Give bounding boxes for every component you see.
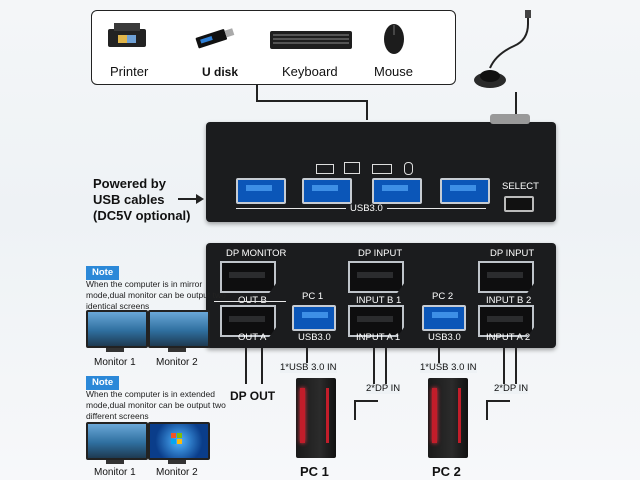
- pc2-dp-bus: [486, 400, 510, 402]
- printer-icon: [106, 21, 148, 51]
- udisk-port-icon: [316, 164, 334, 174]
- note-text-extended: When the computer is in extended mode,du…: [86, 389, 226, 421]
- extended-monitor-1-label: Monitor 1: [94, 467, 136, 478]
- input-a2-label: INPUT A 2: [486, 332, 531, 343]
- power-note-line3: (DC5V optional): [93, 208, 191, 223]
- pc1-dp-in-label: 2*DP IN: [366, 383, 401, 394]
- pc2-usb-label: USB3.0: [428, 332, 461, 343]
- pc1-dp-a-port: [348, 305, 404, 337]
- dp-out-cable-2: [261, 348, 263, 384]
- dp-out-b-port: [220, 261, 276, 293]
- usb-port-4: [440, 178, 490, 204]
- pc2-name: PC 2: [432, 464, 461, 479]
- mirror-monitor-2: [148, 310, 210, 348]
- mirror-monitor-1-label: Monitor 1: [94, 357, 136, 368]
- printer-port-icon: [344, 162, 360, 174]
- mirror-monitor-1: [86, 310, 148, 348]
- usb-drive-icon: [192, 25, 238, 49]
- pc1-dp-b-port: [348, 261, 404, 293]
- mirror-monitor-2-label: Monitor 2: [156, 357, 198, 368]
- keyboard-port-icon: [372, 164, 392, 174]
- extended-monitor-2-stand: [168, 460, 186, 464]
- pc2-usb-cable: [438, 348, 440, 370]
- extended-monitor-1-stand: [106, 460, 124, 464]
- pc1-usb-label: USB3.0: [298, 332, 331, 343]
- udisk-label: U disk: [202, 65, 239, 79]
- extended-monitor-1: [86, 422, 148, 460]
- pc2-usb-in-label: 1*USB 3.0 IN: [420, 362, 477, 373]
- peripherals-box: Printer U disk Keyboa: [91, 10, 456, 85]
- pc1-usb-in-label: 1*USB 3.0 IN: [280, 362, 337, 373]
- note-tag-extended: Note: [86, 376, 120, 390]
- note-text-mirror: When the computer is in mirror mode,dual…: [86, 279, 226, 311]
- pc1-label: PC 1: [302, 291, 324, 302]
- windows-logo-icon: [171, 432, 183, 444]
- mirror-monitor-1-stand: [106, 348, 124, 352]
- peripheral-connector-v: [366, 100, 368, 120]
- usb-port-3: [372, 178, 422, 204]
- pc1-usb-cable: [306, 348, 308, 370]
- select-port: [504, 196, 534, 212]
- usb-panel-label: USB3.0: [346, 204, 387, 214]
- pc2-tower-icon: [428, 378, 468, 458]
- pc2-dp-cable-2: [515, 348, 517, 394]
- out-a-label: OUT A: [238, 332, 267, 343]
- pc2-dp-a-port: [478, 305, 534, 337]
- kvm-front-panel: USB3.0 SELECT: [206, 114, 556, 222]
- pc1-usb-port: [292, 305, 336, 331]
- power-note-line2: USB cables: [93, 192, 165, 207]
- keyboard-label: Keyboard: [282, 64, 338, 79]
- dp-out-a-port: [220, 305, 276, 337]
- pc2-dp-bus-v: [486, 400, 488, 420]
- pc2-dp-input-label: DP INPUT: [490, 248, 535, 259]
- pc2-dp-in-label: 2*DP IN: [494, 383, 529, 394]
- dp-out-label: DP OUT: [230, 389, 276, 403]
- mouse-label: Mouse: [374, 64, 414, 79]
- power-arrow: [178, 198, 202, 200]
- input-b1-label: INPUT B 1: [356, 295, 402, 306]
- pc2-label: PC 2: [432, 291, 454, 302]
- pc2-dp-cable-1: [503, 348, 505, 388]
- printer-label: Printer: [110, 64, 149, 79]
- pc2-dp-b-port: [478, 261, 534, 293]
- pc1-dp-bus: [354, 400, 378, 402]
- remote-connector: [515, 92, 517, 122]
- power-arrow-head: [196, 194, 204, 204]
- mirror-monitor-2-stand: [168, 348, 186, 352]
- usb-port-2: [302, 178, 352, 204]
- peripheral-connector-h: [256, 100, 367, 102]
- pc1-dp-input-label: DP INPUT: [358, 248, 403, 259]
- mouse-icon: [382, 21, 406, 55]
- out-b-label: OUT B: [238, 296, 267, 306]
- input-b2-label: INPUT B 2: [486, 295, 532, 306]
- remote-port: [490, 114, 530, 124]
- pc1-dp-cable-1: [373, 348, 375, 388]
- select-label: SELECT: [502, 181, 539, 192]
- note-tag-mirror: Note: [86, 266, 120, 280]
- pc1-dp-bus-v: [354, 400, 356, 420]
- keyboard-icon: [269, 29, 353, 51]
- peripheral-connector: [256, 84, 258, 101]
- pc2-usb-port: [422, 305, 466, 331]
- kvm-rear-panel: DP MONITOR OUT B OUT A PC 1 USB3.0 DP IN…: [206, 243, 556, 348]
- input-a1-label: INPUT A 1: [356, 332, 401, 343]
- usb-port-1: [236, 178, 286, 204]
- mouse-port-icon: [404, 162, 413, 175]
- pc1-tower-icon: [296, 378, 336, 458]
- power-note-line1: Powered by: [93, 176, 166, 191]
- dp-out-cable-1: [245, 348, 247, 384]
- extended-monitor-2-label: Monitor 2: [156, 467, 198, 478]
- out-b-line: [214, 301, 286, 302]
- pc1-name: PC 1: [300, 464, 329, 479]
- remote-switch-icon: [466, 10, 546, 100]
- pc1-dp-cable-2: [385, 348, 387, 394]
- dp-monitor-label: DP MONITOR: [226, 248, 287, 259]
